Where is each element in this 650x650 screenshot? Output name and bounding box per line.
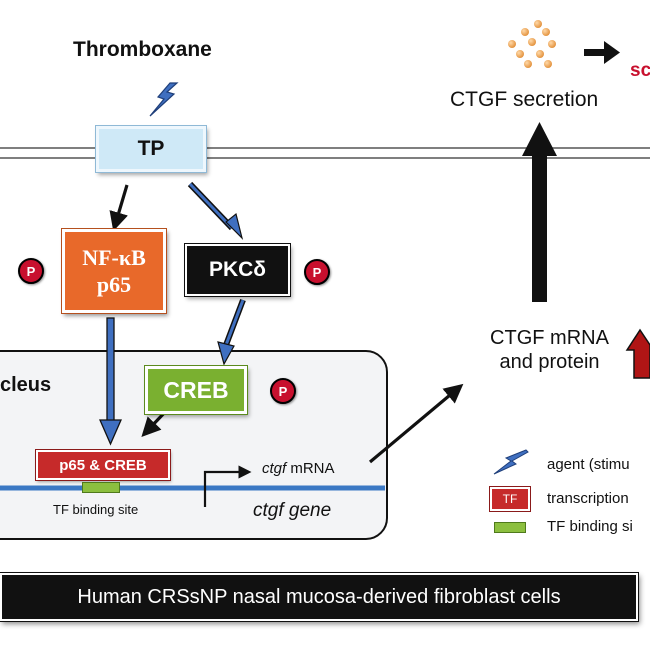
tf-binding-site-block bbox=[82, 482, 120, 493]
stimulus-title: Thromboxane bbox=[73, 38, 212, 61]
secreted-ctgf-particles bbox=[508, 20, 556, 68]
legend-agent-label: agent (stimu bbox=[547, 456, 630, 473]
tp-to-nfkb-arrow bbox=[109, 184, 129, 232]
transcription-start-arrow bbox=[203, 465, 252, 507]
pkc-label: PKCδ bbox=[208, 258, 267, 281]
tp-label: TP bbox=[137, 137, 165, 160]
legend-binding-site-icon bbox=[494, 522, 526, 533]
ctgf-gene-label: ctgf gene bbox=[253, 500, 332, 521]
nfkb-p65-box: NF-κB p65 bbox=[61, 228, 167, 314]
secretion-out-arrow bbox=[604, 41, 620, 64]
phospho-pkc: P bbox=[304, 259, 330, 285]
cell-type-caption-text: Human CRSsNP nasal mucosa-derived fibrob… bbox=[77, 585, 561, 608]
ctgf-mrna-protein-label: CTGF mRNA and protein bbox=[490, 327, 609, 373]
p65-creb-complex: p65 & CREB bbox=[35, 449, 171, 481]
legend-lightning-icon bbox=[493, 449, 529, 475]
creb-box: CREB bbox=[144, 365, 248, 415]
pkc-to-creb-arrow bbox=[224, 299, 245, 346]
lightning-icon bbox=[149, 82, 179, 117]
tf-binding-site-label: TF binding site bbox=[53, 502, 139, 517]
nfkb-label: NF-κB bbox=[82, 244, 146, 270]
phospho-nfkb: P bbox=[18, 258, 44, 284]
nfkb-to-complex-arrow bbox=[106, 317, 115, 423]
p65-label: p65 bbox=[96, 272, 132, 297]
upregulation-arrow bbox=[625, 328, 650, 379]
ctgf-secretion-label: CTGF secretion bbox=[450, 88, 599, 111]
secretion-target-label: sc bbox=[630, 60, 650, 81]
pkc-delta-box: PKCδ bbox=[184, 243, 291, 297]
ctgf-mrna-label: ctgf mRNA bbox=[262, 460, 335, 477]
secretion-arrow bbox=[532, 152, 547, 302]
nucleus-label: cleus bbox=[0, 374, 52, 396]
creb-label: CREB bbox=[163, 376, 229, 403]
legend-transcription-label: transcription bbox=[547, 490, 629, 507]
p65-creb-label: p65 & CREB bbox=[59, 456, 147, 474]
legend-binding-site-label: TF binding si bbox=[547, 518, 633, 535]
legend-transcription-factor-icon: TF bbox=[489, 486, 531, 512]
phospho-creb: P bbox=[270, 378, 296, 404]
tp-receptor: TP bbox=[95, 125, 207, 173]
cell-type-caption: Human CRSsNP nasal mucosa-derived fibrob… bbox=[0, 572, 639, 622]
legend: agent (stimu TF transcription TF binding… bbox=[489, 448, 650, 543]
tp-to-pkc-arrow bbox=[188, 182, 234, 230]
mrna-to-protein-arrow bbox=[368, 383, 464, 464]
